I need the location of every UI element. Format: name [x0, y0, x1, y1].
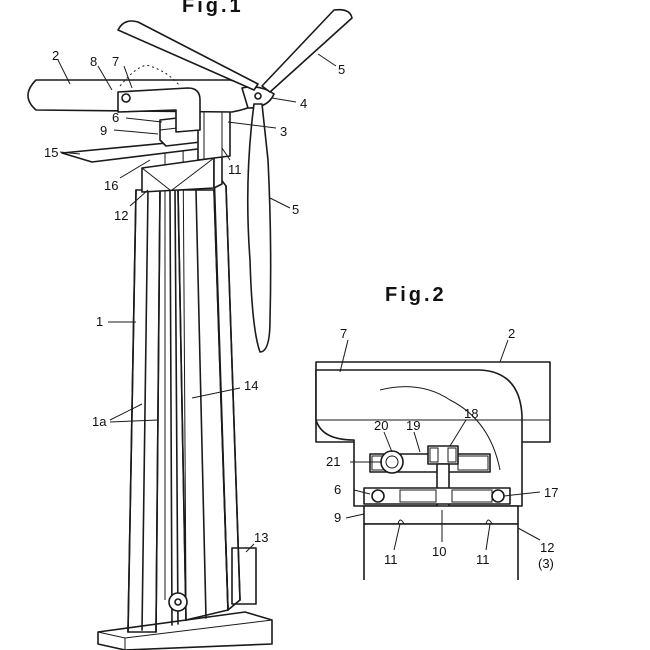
rotor-blades — [117, 8, 353, 353]
fig2-leaders — [339, 339, 541, 551]
fig1-label-2: 2 — [52, 48, 59, 63]
fig2-label-11-right: 11 — [476, 552, 490, 567]
fig2-bearing-17 — [491, 489, 505, 503]
fig1-label-7: 7 — [112, 54, 119, 69]
base-foundation — [97, 547, 273, 650]
fig2-title: Fig.2 — [385, 284, 447, 306]
fig2-label-9: 9 — [334, 510, 341, 525]
fig1-label-11: 11 — [228, 162, 242, 177]
fig2-label-7: 7 — [340, 326, 347, 341]
fig1-label-9: 9 — [100, 123, 107, 138]
fig1-label-5-lower: 5 — [292, 202, 299, 217]
fig2-label-6: 6 — [334, 482, 341, 497]
fig2-labels: 2 7 20 19 18 21 6 17 9 11 10 11 12 (3) — [326, 326, 558, 571]
lattice-tower — [127, 139, 241, 633]
fig1-label-15: 15 — [44, 145, 58, 160]
yaw-assembly — [159, 107, 231, 161]
fig2-label-2: 2 — [508, 326, 515, 341]
fig2-label-21: 21 — [326, 454, 340, 469]
fig2-tower-top — [363, 523, 519, 580]
figure-1: Fig.1 — [27, 0, 353, 650]
fig2-label-19: 19 — [406, 418, 420, 433]
fig1-label-3: 3 — [280, 124, 287, 139]
fig1-labels: 2 8 7 6 9 15 16 12 3 4 5 5 11 1 1a 14 13 — [44, 48, 345, 545]
fig1-label-1a: 1a — [92, 414, 107, 429]
fig1-label-5-top: 5 — [338, 62, 345, 77]
fig2-label-18: 18 — [464, 406, 478, 421]
fig1-label-4: 4 — [300, 96, 307, 111]
fig1-label-6: 6 — [112, 110, 119, 125]
fig1-label-8: 8 — [90, 54, 97, 69]
fig1-label-1: 1 — [96, 314, 103, 329]
fig2-plate-9 — [363, 505, 519, 525]
fig2-label-17: 17 — [544, 485, 558, 500]
fig1-label-14: 14 — [244, 378, 258, 393]
fig2-bracket-7 — [315, 369, 523, 507]
fig2-label-20: 20 — [374, 418, 388, 433]
fig1-label-13: 13 — [254, 530, 268, 545]
fig1-title: Fig.1 — [182, 0, 244, 17]
fig2-gear-18 — [427, 445, 459, 465]
fig2-pinion-20 — [380, 450, 404, 474]
fig1-label-12: 12 — [114, 208, 128, 223]
fig2-label-3: (3) — [538, 556, 554, 571]
fig1-label-16: 16 — [104, 178, 118, 193]
fig2-label-11-left: 11 — [384, 552, 398, 567]
fig2-label-10: 10 — [432, 544, 446, 559]
fig2-bearing-left — [371, 489, 385, 503]
figure-2: Fig.2 — [315, 284, 558, 580]
fig2-label-12: 12 — [540, 540, 554, 555]
fig1-leaders — [57, 53, 337, 553]
